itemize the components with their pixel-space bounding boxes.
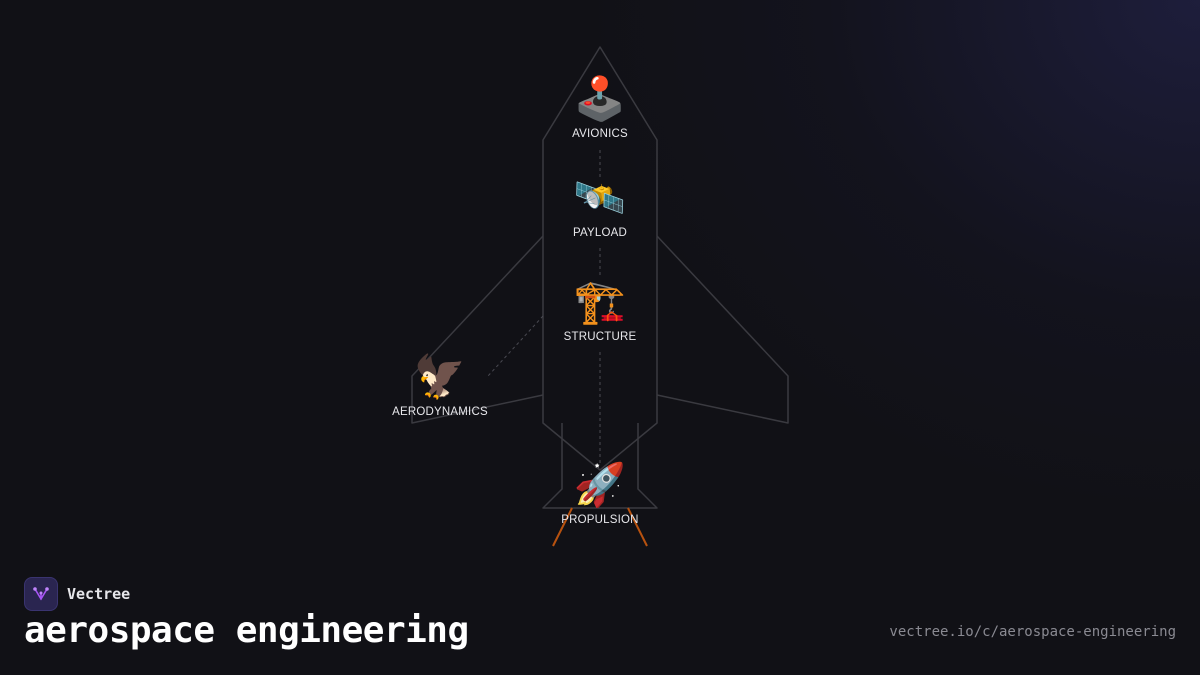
node-label-aerodynamics: AERODYNAMICS (392, 406, 488, 418)
joystick-icon: 🕹️ (573, 74, 627, 123)
eagle-icon: 🦅 (413, 352, 467, 401)
exhaust-left (552, 507, 573, 547)
node-propulsion[interactable]: 🚀 PROPULSION (530, 460, 670, 526)
node-label-payload: PAYLOAD (572, 227, 628, 239)
rocket-nose-outline (542, 46, 658, 471)
node-label-structure: STRUCTURE (563, 331, 637, 343)
page-url[interactable]: vectree.io/c/aerospace-engineering (889, 624, 1176, 640)
rocket-left-wing-outline (411, 235, 544, 424)
node-aerodynamics[interactable]: 🦅 AERODYNAMICS (370, 352, 510, 418)
node-structure[interactable]: 🏗️ STRUCTURE (530, 277, 670, 343)
node-label-propulsion: PROPULSION (561, 514, 639, 526)
crane-icon: 🏗️ (573, 277, 627, 326)
node-avionics[interactable]: 🕹️ AVIONICS (530, 74, 670, 140)
node-payload[interactable]: 🛰️ PAYLOAD (530, 173, 670, 239)
vectree-logo-icon (24, 577, 58, 611)
rocket-icon: 🚀 (573, 460, 627, 509)
rocket-nozzle-outline (542, 423, 658, 509)
brand: Vectree (24, 577, 130, 611)
satellite-icon: 🛰️ (573, 173, 627, 222)
rocket-right-wing-outline (656, 235, 789, 424)
brand-name: Vectree (67, 585, 131, 603)
exhaust-right (627, 507, 648, 547)
connector-structure-aerodynamics (487, 315, 544, 377)
page-title: aerospace engineering (24, 610, 469, 651)
node-label-avionics: AVIONICS (572, 128, 628, 140)
